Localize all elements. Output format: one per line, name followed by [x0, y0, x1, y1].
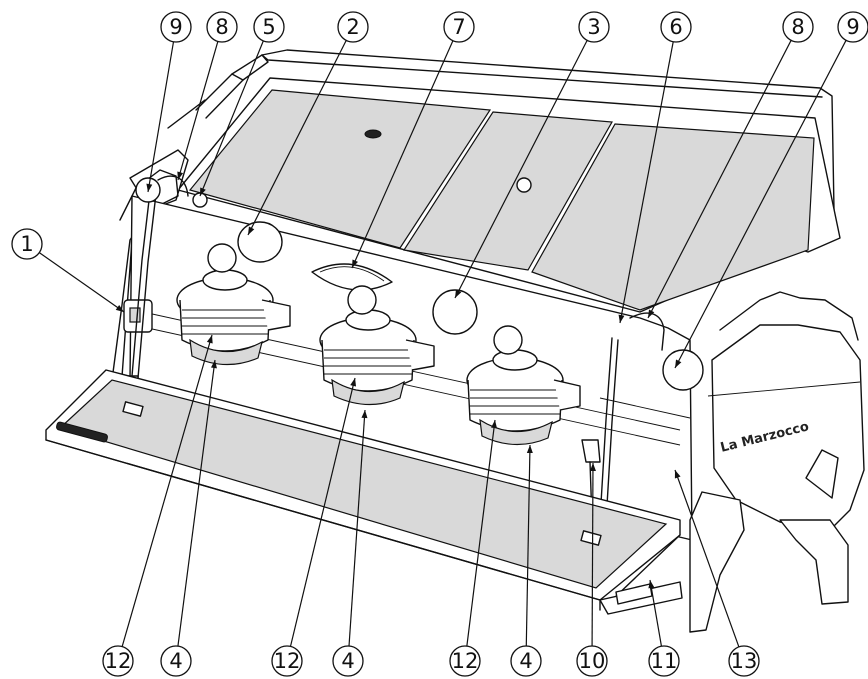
callout-arrow-c1 [116, 305, 124, 312]
callout-label-c4b: 4 [341, 649, 354, 673]
callout-label-c7: 7 [452, 15, 465, 39]
callout-label-c12c: 12 [452, 649, 479, 673]
callout-label-c4a: 4 [169, 649, 182, 673]
callout-label-c2: 2 [346, 15, 359, 39]
callout-label-c10: 10 [579, 649, 606, 673]
callout-label-c6: 6 [669, 15, 682, 39]
right-side-panel: La Marzocco [690, 292, 864, 632]
callout-leader-c1 [39, 253, 124, 312]
callout-label-c3: 3 [587, 15, 600, 39]
callout-label-c12a: 12 [105, 649, 132, 673]
callout-label-c12b: 12 [274, 649, 301, 673]
callout-label-c9a: 9 [169, 15, 182, 39]
callout-label-c11: 11 [651, 649, 678, 673]
callout-label-c1: 1 [20, 232, 33, 256]
callout-label-c13: 13 [731, 649, 758, 673]
callout-label-c9b: 9 [846, 15, 859, 39]
callout-label-c5: 5 [262, 15, 275, 39]
callout-label-c4c: 4 [519, 649, 532, 673]
callout-label-c8a: 8 [215, 15, 228, 39]
callout-label-c8b: 8 [791, 15, 804, 39]
callout-arrow-c11 [648, 580, 654, 588]
